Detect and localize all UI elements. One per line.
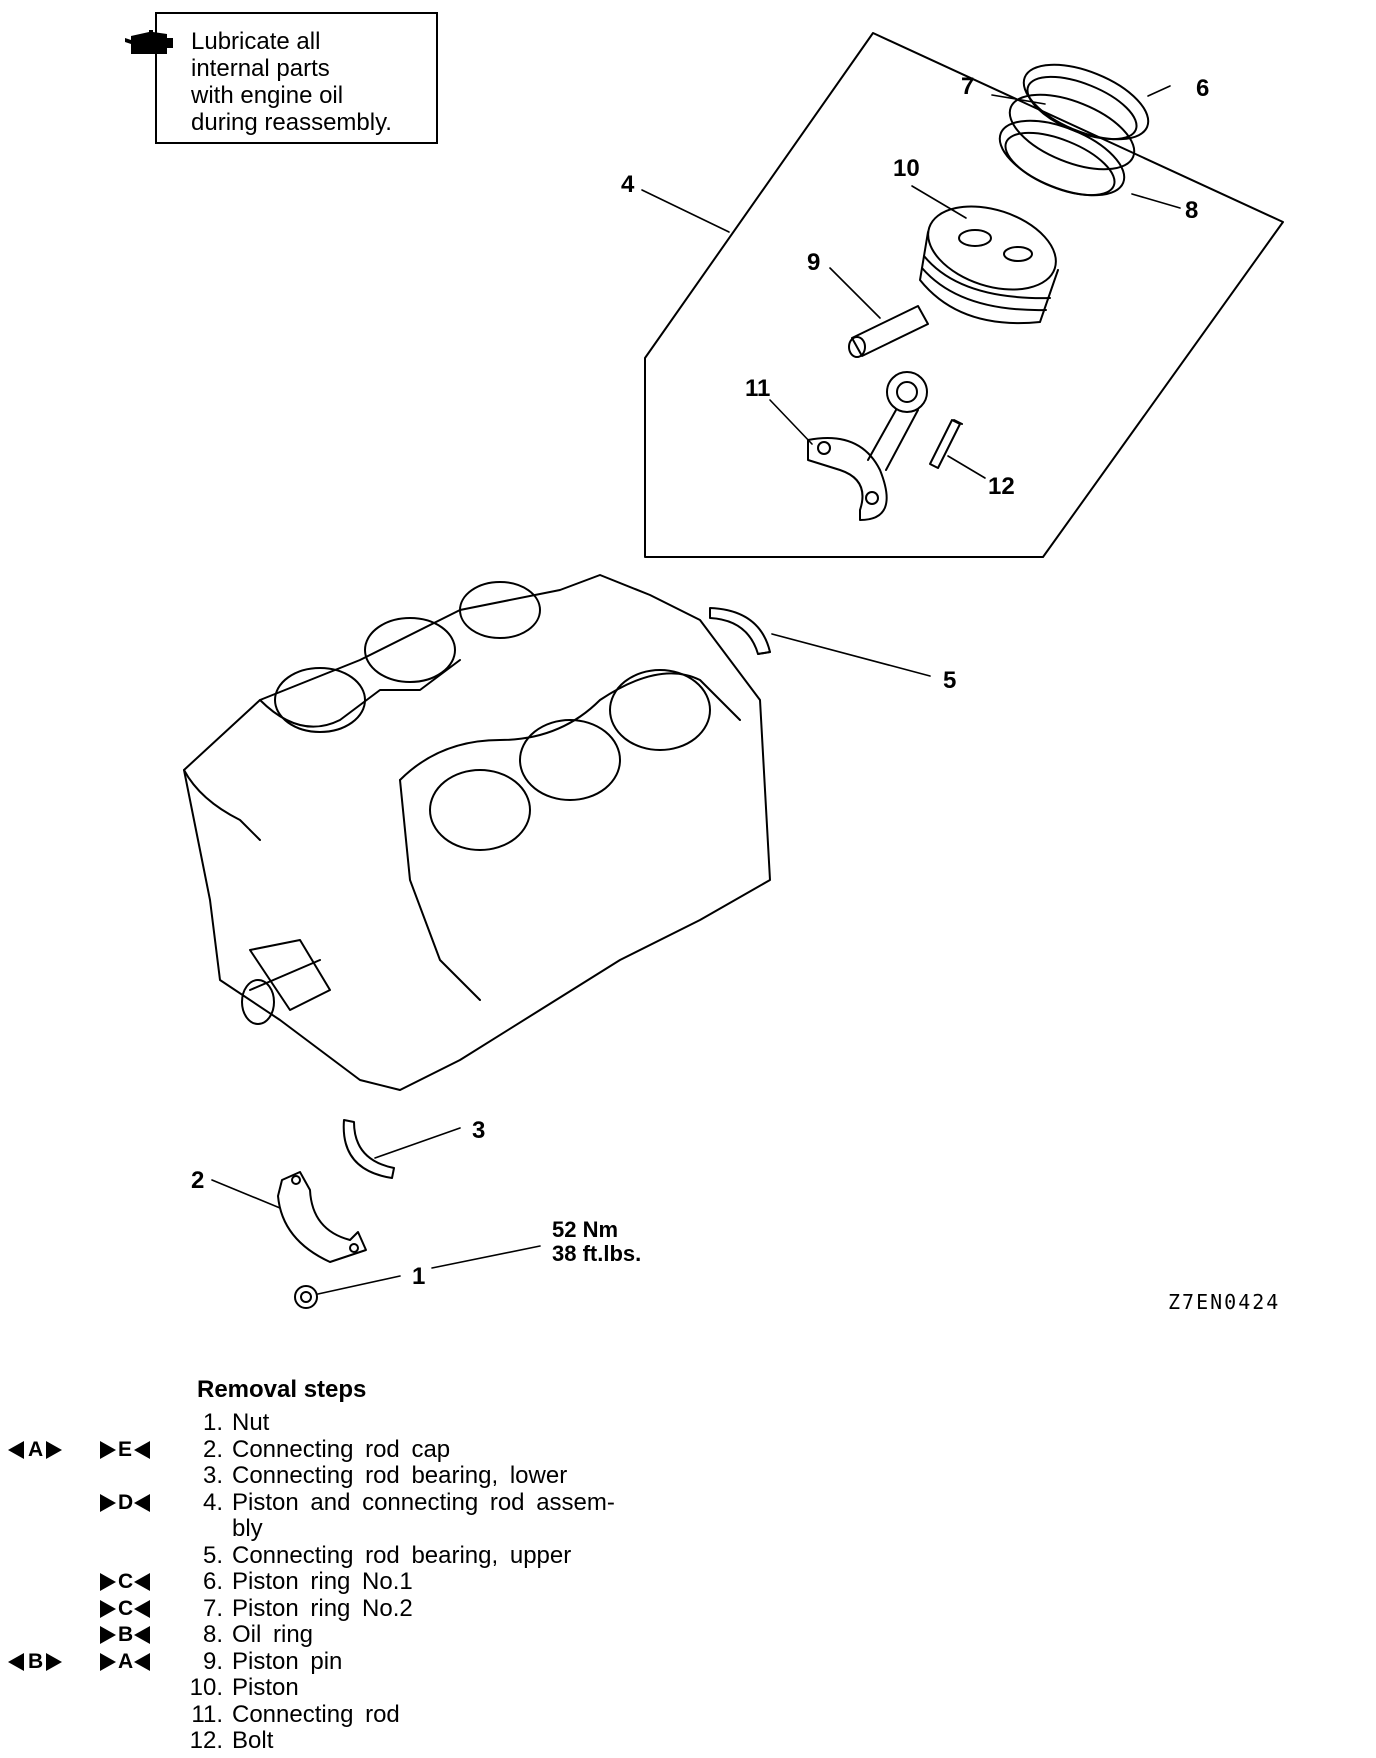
removal-step: D 4. Piston and connecting rod assem- (0, 1488, 700, 1517)
removal-step: A E 2. Connecting rod cap (0, 1435, 700, 1464)
callout-10: 10 (893, 155, 920, 182)
step-number: 2. (202, 1435, 223, 1463)
marker-label: E (118, 1437, 133, 1461)
step-text: Bolt (232, 1727, 274, 1754)
step-text: Piston (232, 1674, 299, 1701)
removal-step: 3. Connecting rod bearing, lower (0, 1463, 700, 1490)
callout-3: 3 (472, 1117, 486, 1144)
step-number: 4. (202, 1488, 223, 1516)
note-line: Lubricate all (191, 28, 321, 55)
torque-spec: 52 Nm 38 ft.lbs. (552, 1218, 641, 1266)
step-number: 7. (202, 1594, 223, 1622)
callout-9: 9 (807, 249, 821, 276)
step-number: 10. (189, 1674, 223, 1701)
step-number: 5. (202, 1541, 223, 1569)
callout-1: 1 (412, 1263, 426, 1290)
torque-nm: 52 Nm (552, 1217, 619, 1242)
step-text: Connecting rod bearing, lower (232, 1462, 568, 1489)
step-text: Connecting rod bearing, upper (232, 1541, 572, 1569)
step-text: Nut (232, 1409, 270, 1436)
step-number: 12. (189, 1727, 223, 1754)
piston-assembly-frame (644, 32, 1284, 558)
step-text: Piston and connecting rod assem- (232, 1488, 615, 1516)
piston-pin-part (848, 305, 929, 358)
connecting-rod-part (807, 371, 928, 521)
step-text: bly (232, 1515, 263, 1542)
leader-lines (211, 85, 1181, 1295)
note-line: internal parts (191, 55, 330, 82)
marker-label: B (118, 1623, 134, 1646)
callout-7: 7 (961, 73, 975, 100)
lubrication-note: Lubricate all internal parts with engine… (125, 12, 438, 144)
removal-step: B A 9. Piston pin (0, 1647, 700, 1676)
removal-step: C 6. Piston ring No.1 (0, 1569, 700, 1596)
engine-block-part (183, 574, 771, 1091)
step-number: 3. (202, 1462, 223, 1489)
marker-label: A (28, 1437, 44, 1461)
marker-label: D (118, 1490, 134, 1514)
removal-step: B 8. Oil ring (0, 1622, 700, 1649)
marker-label: A (118, 1649, 134, 1673)
bearing-lower-part (342, 1119, 395, 1179)
step-number: 1. (202, 1409, 223, 1436)
step-number: 11. (191, 1700, 223, 1728)
marker-label: B (28, 1649, 44, 1673)
removal-steps-title: Removal steps (197, 1376, 367, 1403)
removal-step: bly (0, 1516, 700, 1543)
callout-6: 6 (1196, 75, 1210, 102)
step-number: 8. (202, 1621, 223, 1648)
removal-step: 12. Bolt (0, 1728, 700, 1755)
step-text: Piston ring No.1 (232, 1568, 413, 1595)
callout-2: 2 (191, 1167, 205, 1194)
step-number: 6. (202, 1568, 223, 1595)
removal-step: C 7. Piston ring No.2 (0, 1594, 700, 1623)
piston-part (919, 205, 1059, 325)
step-text: Oil ring (232, 1621, 314, 1648)
callout-4: 4 (621, 171, 635, 198)
marker-label: C (118, 1570, 134, 1593)
step-text: Piston ring No.2 (232, 1594, 413, 1622)
connecting-rod-cap-part (277, 1171, 367, 1263)
step-number: 9. (202, 1647, 223, 1675)
nut-part (294, 1285, 318, 1309)
step-text: Connecting rod cap (232, 1435, 451, 1463)
marker-label: C (118, 1596, 134, 1620)
step-text: Piston pin (232, 1647, 343, 1675)
figure-code: Z7EN0424 (1168, 1290, 1281, 1314)
callout-8: 8 (1185, 197, 1199, 224)
step-text: Connecting rod (232, 1700, 400, 1728)
note-text: Lubricate all internal parts with engine… (191, 28, 431, 136)
removal-step: 1. Nut (0, 1410, 700, 1437)
removal-step: 10. Piston (0, 1675, 700, 1702)
bolt-part (929, 419, 963, 469)
note-line: during reassembly. (191, 109, 392, 136)
callout-11: 11 (745, 375, 771, 402)
note-line: with engine oil (191, 82, 344, 109)
callout-12: 12 (988, 473, 1015, 500)
removal-step: 5. Connecting rod bearing, upper (0, 1541, 700, 1570)
removal-step: 11. Connecting rod (0, 1700, 700, 1729)
oil-can-icon (125, 30, 173, 54)
torque-ftlbs: 38 ft.lbs. (552, 1241, 642, 1266)
piston-rings-part (998, 63, 1150, 197)
bearing-upper-part (709, 607, 771, 655)
callout-5: 5 (943, 667, 957, 694)
